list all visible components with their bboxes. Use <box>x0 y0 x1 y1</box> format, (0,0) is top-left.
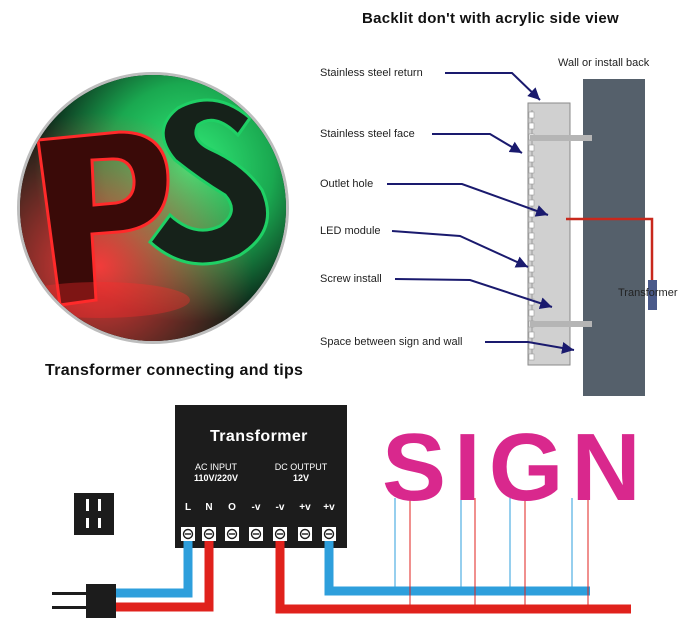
led-dash <box>528 232 535 240</box>
transformer-section-title: Transformer connecting and tips <box>45 362 304 379</box>
dc-output-label: DC OUTPUT 12V <box>266 462 336 484</box>
ac-input-label: AC INPUT 110V/220V <box>185 462 247 484</box>
led-dash <box>528 122 535 130</box>
terminal-socket <box>273 527 287 541</box>
led-dash <box>528 331 535 339</box>
callout-space-between: Space between sign and wall <box>320 336 463 348</box>
sign-photo <box>17 72 289 344</box>
terminal-socket <box>298 527 312 541</box>
led-dash <box>528 287 535 295</box>
terminal-neg-1: -v <box>251 502 261 513</box>
terminal-n: N <box>205 502 213 513</box>
plug <box>86 584 116 618</box>
terminal-o: O <box>228 502 236 513</box>
screw-top <box>530 135 592 141</box>
wall-label: Wall or install back <box>558 57 650 69</box>
plug-socket <box>74 493 114 535</box>
led-dash <box>528 243 535 251</box>
terminal-neg-2: -v <box>275 502 285 513</box>
terminal-socket <box>225 527 239 541</box>
wiring-diagram <box>52 405 631 618</box>
ac-voltage-text: 110V/220V <box>193 473 239 483</box>
led-dash <box>528 254 535 262</box>
led-dash <box>528 210 535 218</box>
terminal-socket <box>202 527 216 541</box>
transformer-box <box>648 280 657 310</box>
led-dash <box>528 199 535 207</box>
transformer-label: Transformer <box>618 287 678 299</box>
led-dash <box>528 177 535 185</box>
led-dash <box>528 309 535 317</box>
side-view-diagram <box>387 72 657 396</box>
led-dash <box>528 155 535 163</box>
wall <box>583 79 645 396</box>
terminal-socket <box>322 527 336 541</box>
ac-input-text: AC INPUT <box>194 462 237 472</box>
terminal-socket <box>181 527 195 541</box>
terminal-socket <box>249 527 263 541</box>
led-dash <box>528 188 535 196</box>
callout-screw-install: Screw install <box>320 273 382 285</box>
callout-led-module: LED module <box>320 225 381 237</box>
callout-outlet-hole: Outlet hole <box>320 178 374 190</box>
led-dash <box>528 166 535 174</box>
terminal-pos-1: +v <box>299 502 311 513</box>
led-dash <box>528 111 535 119</box>
terminal-pos-2: +v <box>323 502 335 513</box>
transformer-block <box>175 405 347 548</box>
sign-text: SIGN <box>382 414 649 521</box>
callout-stainless-face: Stainless steel face <box>320 128 415 140</box>
side-view-title: Backlit don't with acrylic side view <box>362 10 619 27</box>
led-dash <box>528 144 535 152</box>
led-dash <box>528 276 535 284</box>
dc-voltage-text: 12V <box>292 473 309 483</box>
transformer-title: Transformer <box>210 428 308 445</box>
terminal-l: L <box>184 502 192 513</box>
screw-bottom <box>530 321 592 327</box>
dc-output-text: DC OUTPUT <box>274 462 328 472</box>
led-dash <box>528 353 535 361</box>
callout-stainless-return: Stainless steel return <box>320 67 423 79</box>
led-dash <box>528 221 535 229</box>
led-dash <box>528 265 535 273</box>
